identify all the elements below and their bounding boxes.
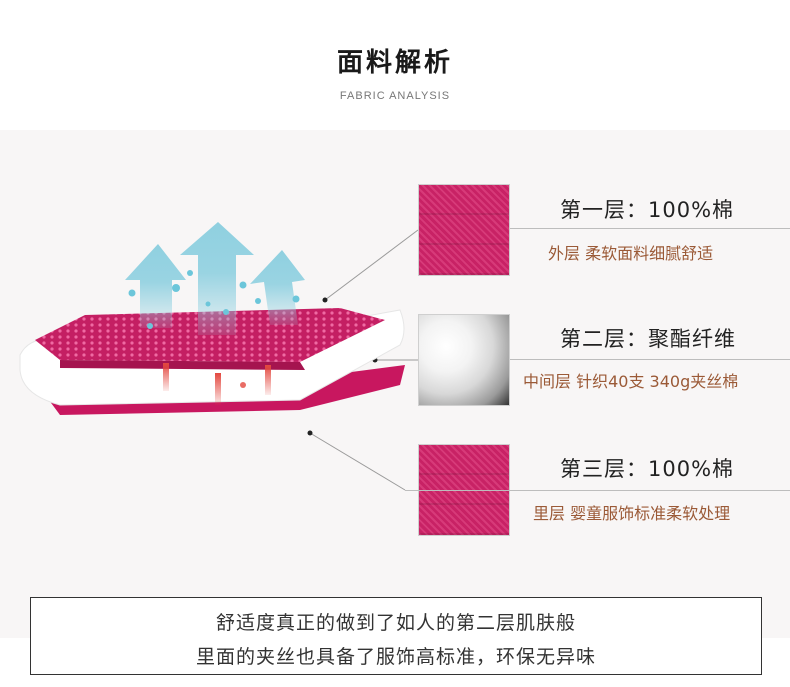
heat-bar xyxy=(265,365,271,395)
breathable-arrow-left xyxy=(125,244,186,328)
layer-3-title: 第三层：100%棉 xyxy=(560,457,735,481)
layer-2-divider xyxy=(510,359,790,360)
summary-line-2: 里面的夹丝也具备了服饰高标准，环保无异味 xyxy=(195,646,596,668)
summary-box: 舒适度真正的做到了如人的第二层肌肤般 里面的夹丝也具备了服饰高标准，环保无异味 xyxy=(30,597,762,675)
heat-bar xyxy=(163,363,169,391)
fabric-panel: 第一层：100%棉 外层 柔软面料细腻舒适 第二层：聚酯纤维 中间层 针织40支… xyxy=(0,130,790,638)
layer-1-swatch xyxy=(418,184,510,276)
connector-line-1 xyxy=(324,229,419,301)
header: 面料解析 FABRIC ANALYSIS xyxy=(0,0,790,130)
page-subtitle: FABRIC ANALYSIS xyxy=(339,90,451,102)
layer-3-divider xyxy=(405,490,790,491)
pointer-dot-3 xyxy=(307,430,313,436)
fabric-cross-section-illustration xyxy=(19,222,419,491)
pointer-dot-1 xyxy=(322,297,328,303)
connector-line-3 xyxy=(309,432,406,491)
layer-2-swatch xyxy=(418,314,510,406)
page-title: 面料解析 xyxy=(336,48,453,78)
heat-bar xyxy=(215,373,221,405)
layer-2-desc: 中间层 针织40支 340g夹丝棉 xyxy=(523,372,739,391)
layer-2-title: 第二层：聚酯纤维 xyxy=(560,327,736,351)
layer-1-desc: 外层 柔软面料细腻舒适 xyxy=(548,244,714,263)
summary-line-1: 舒适度真正的做到了如人的第二层肌肤般 xyxy=(215,612,576,634)
layer-1-divider xyxy=(510,228,790,229)
breathable-arrow-right xyxy=(250,250,305,325)
layer-3-desc: 里层 婴童服饰标准柔软处理 xyxy=(533,504,731,523)
layer-1-title: 第一层：100%棉 xyxy=(560,198,735,222)
breathable-arrow-center xyxy=(180,222,254,335)
